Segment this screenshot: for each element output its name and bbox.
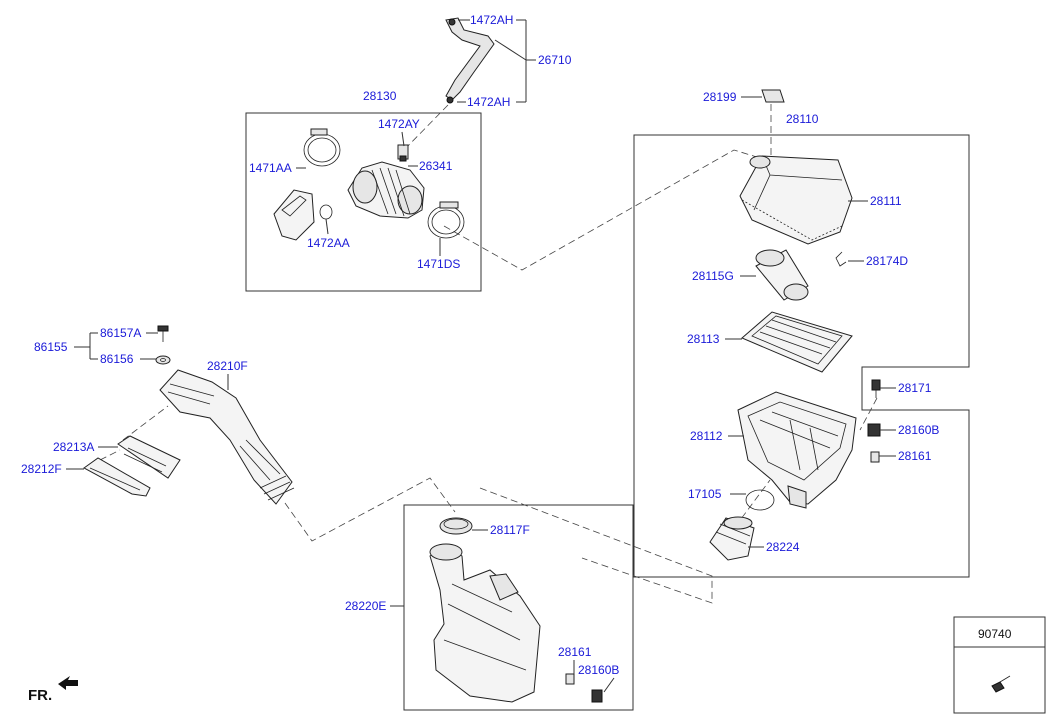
label-28213A: 28213A	[53, 440, 94, 454]
label-28115G: 28115G	[692, 269, 734, 283]
label-28130: 28130	[363, 89, 397, 103]
connector-28130-to-28111	[443, 149, 761, 271]
label-28160B-right: 28160B	[898, 423, 939, 437]
label-86155: 86155	[34, 340, 68, 354]
label-26710: 26710	[538, 53, 572, 67]
group-box-28220E	[403, 504, 634, 711]
label-28220E: 28220E	[345, 599, 386, 613]
label-28161-bottom: 28161	[558, 645, 592, 659]
leader-lines	[66, 19, 896, 693]
hose-28224	[709, 516, 755, 561]
fitting-26341	[397, 144, 409, 162]
bolt-86157A	[157, 325, 169, 342]
inlet-duct	[273, 189, 315, 241]
resonator-28220E	[429, 543, 541, 703]
label-1472AA: 1472AA	[307, 236, 350, 250]
hose-26710	[445, 17, 495, 104]
label-28199: 28199	[703, 90, 737, 104]
tube-28115G	[755, 249, 809, 301]
label-17105: 17105	[688, 487, 722, 501]
arrow-down-left-icon	[58, 676, 78, 690]
washer-86156	[155, 355, 171, 365]
label-28110: 28110	[786, 112, 819, 126]
grommet-28160B-right	[867, 423, 881, 437]
group-box-90740	[953, 616, 1046, 714]
label-86157A: 86157A	[100, 326, 141, 340]
bracket-28213A	[117, 435, 181, 479]
direction-marker-fr: FR.	[28, 687, 52, 704]
label-1472AH-bottom: 1472AH	[467, 95, 510, 109]
label-1471DS: 1471DS	[417, 257, 460, 271]
cap-28117F	[439, 517, 473, 535]
label-1472AY: 1472AY	[378, 117, 420, 131]
pin-28161-bottom	[565, 673, 575, 685]
connector-28212F-to-28213A	[99, 449, 121, 461]
label-28160B-bottom: 28160B	[578, 663, 619, 677]
label-1471AA: 1471AA	[249, 161, 292, 175]
connector-28213A-to-28210F	[122, 405, 169, 441]
clip-28174D	[835, 251, 847, 267]
label-1472AH-top: 1472AH	[470, 13, 513, 27]
label-28171: 28171	[898, 381, 932, 395]
label-90740: 90740	[978, 627, 1012, 641]
label-28210F: 28210F	[207, 359, 248, 373]
oring-17105	[745, 489, 775, 511]
clamp-1471DS	[427, 201, 465, 239]
label-28111: 28111	[870, 194, 902, 208]
pin-28161-right	[870, 451, 880, 463]
clamp-1471AA	[303, 128, 341, 167]
clamp-1472AA	[319, 204, 333, 220]
label-28174D: 28174D	[866, 254, 908, 268]
filter-element-28113	[741, 311, 853, 373]
label-28161-right: 28161	[898, 449, 932, 463]
resonator-28130	[347, 161, 425, 219]
label-28224: 28224	[766, 540, 800, 554]
sensor-28171	[871, 379, 881, 398]
bolt-90740	[991, 675, 1011, 693]
connector-28224-to-28112	[734, 479, 771, 528]
connector-28220E-to-28112	[479, 487, 713, 604]
connector-28210F-to-28220E	[284, 477, 456, 542]
air-cleaner-cover-28111	[739, 155, 853, 245]
label-26341: 26341	[419, 159, 453, 173]
air-cleaner-body-28112	[737, 391, 857, 509]
bracket-28212F	[83, 457, 151, 497]
label-28112: 28112	[690, 429, 723, 443]
label-28117F: 28117F	[490, 523, 530, 537]
group-box-28110	[633, 134, 970, 578]
label-86156: 86156	[100, 352, 134, 366]
label-tag-28199	[761, 89, 785, 103]
group-box-28130	[245, 112, 482, 292]
intake-duct-28210F	[159, 369, 295, 505]
label-28113: 28113	[687, 332, 720, 346]
label-28212F: 28212F	[21, 462, 62, 476]
connector-28171-to-28112	[859, 397, 878, 431]
grommet-28160B-bottom	[591, 689, 603, 703]
